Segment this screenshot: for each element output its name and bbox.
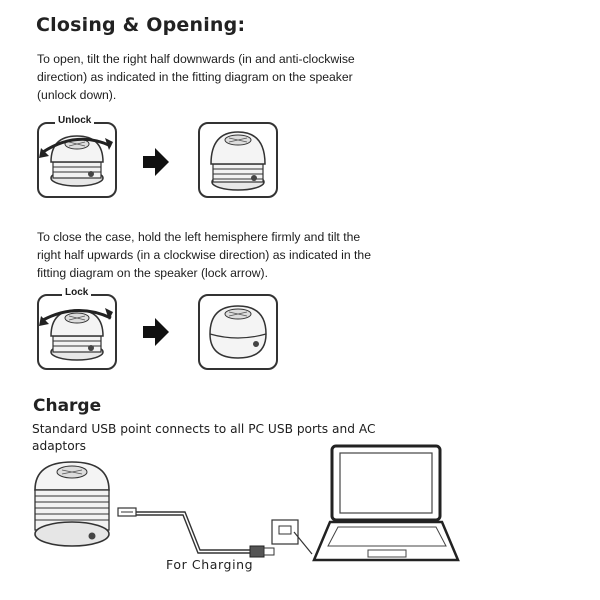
lock-diagram xyxy=(37,294,117,370)
unlock-diagram xyxy=(37,122,117,198)
open-instructions: To open, tilt the right half downwards (… xyxy=(37,52,355,102)
charging-illustration xyxy=(34,444,460,562)
close-instructions: To close the case, hold the left hemisph… xyxy=(37,230,371,280)
rotate-arrow-icon xyxy=(39,308,113,326)
locked-speaker-diagram xyxy=(198,294,278,370)
charge-heading: Charge xyxy=(33,396,102,416)
rotate-arrow-icon xyxy=(39,137,113,158)
for-charging-caption: For Charging xyxy=(166,557,254,572)
laptop-icon xyxy=(312,444,460,562)
usb-cable-icon xyxy=(117,507,313,558)
speaker-icon xyxy=(210,131,266,191)
speaker-icon xyxy=(209,305,267,359)
closing-opening-heading: Closing & Opening: xyxy=(36,14,246,36)
lock-label: Lock xyxy=(62,287,92,299)
right-arrow-icon xyxy=(143,318,169,346)
unlock-label: Unlock xyxy=(55,115,95,127)
charge-instructions: Standard USB point connects to all PC US… xyxy=(32,422,376,453)
right-arrow-icon xyxy=(143,148,169,176)
speaker-icon xyxy=(50,309,104,361)
speaker-icon xyxy=(34,461,110,547)
unlocked-speaker-diagram xyxy=(198,122,278,198)
